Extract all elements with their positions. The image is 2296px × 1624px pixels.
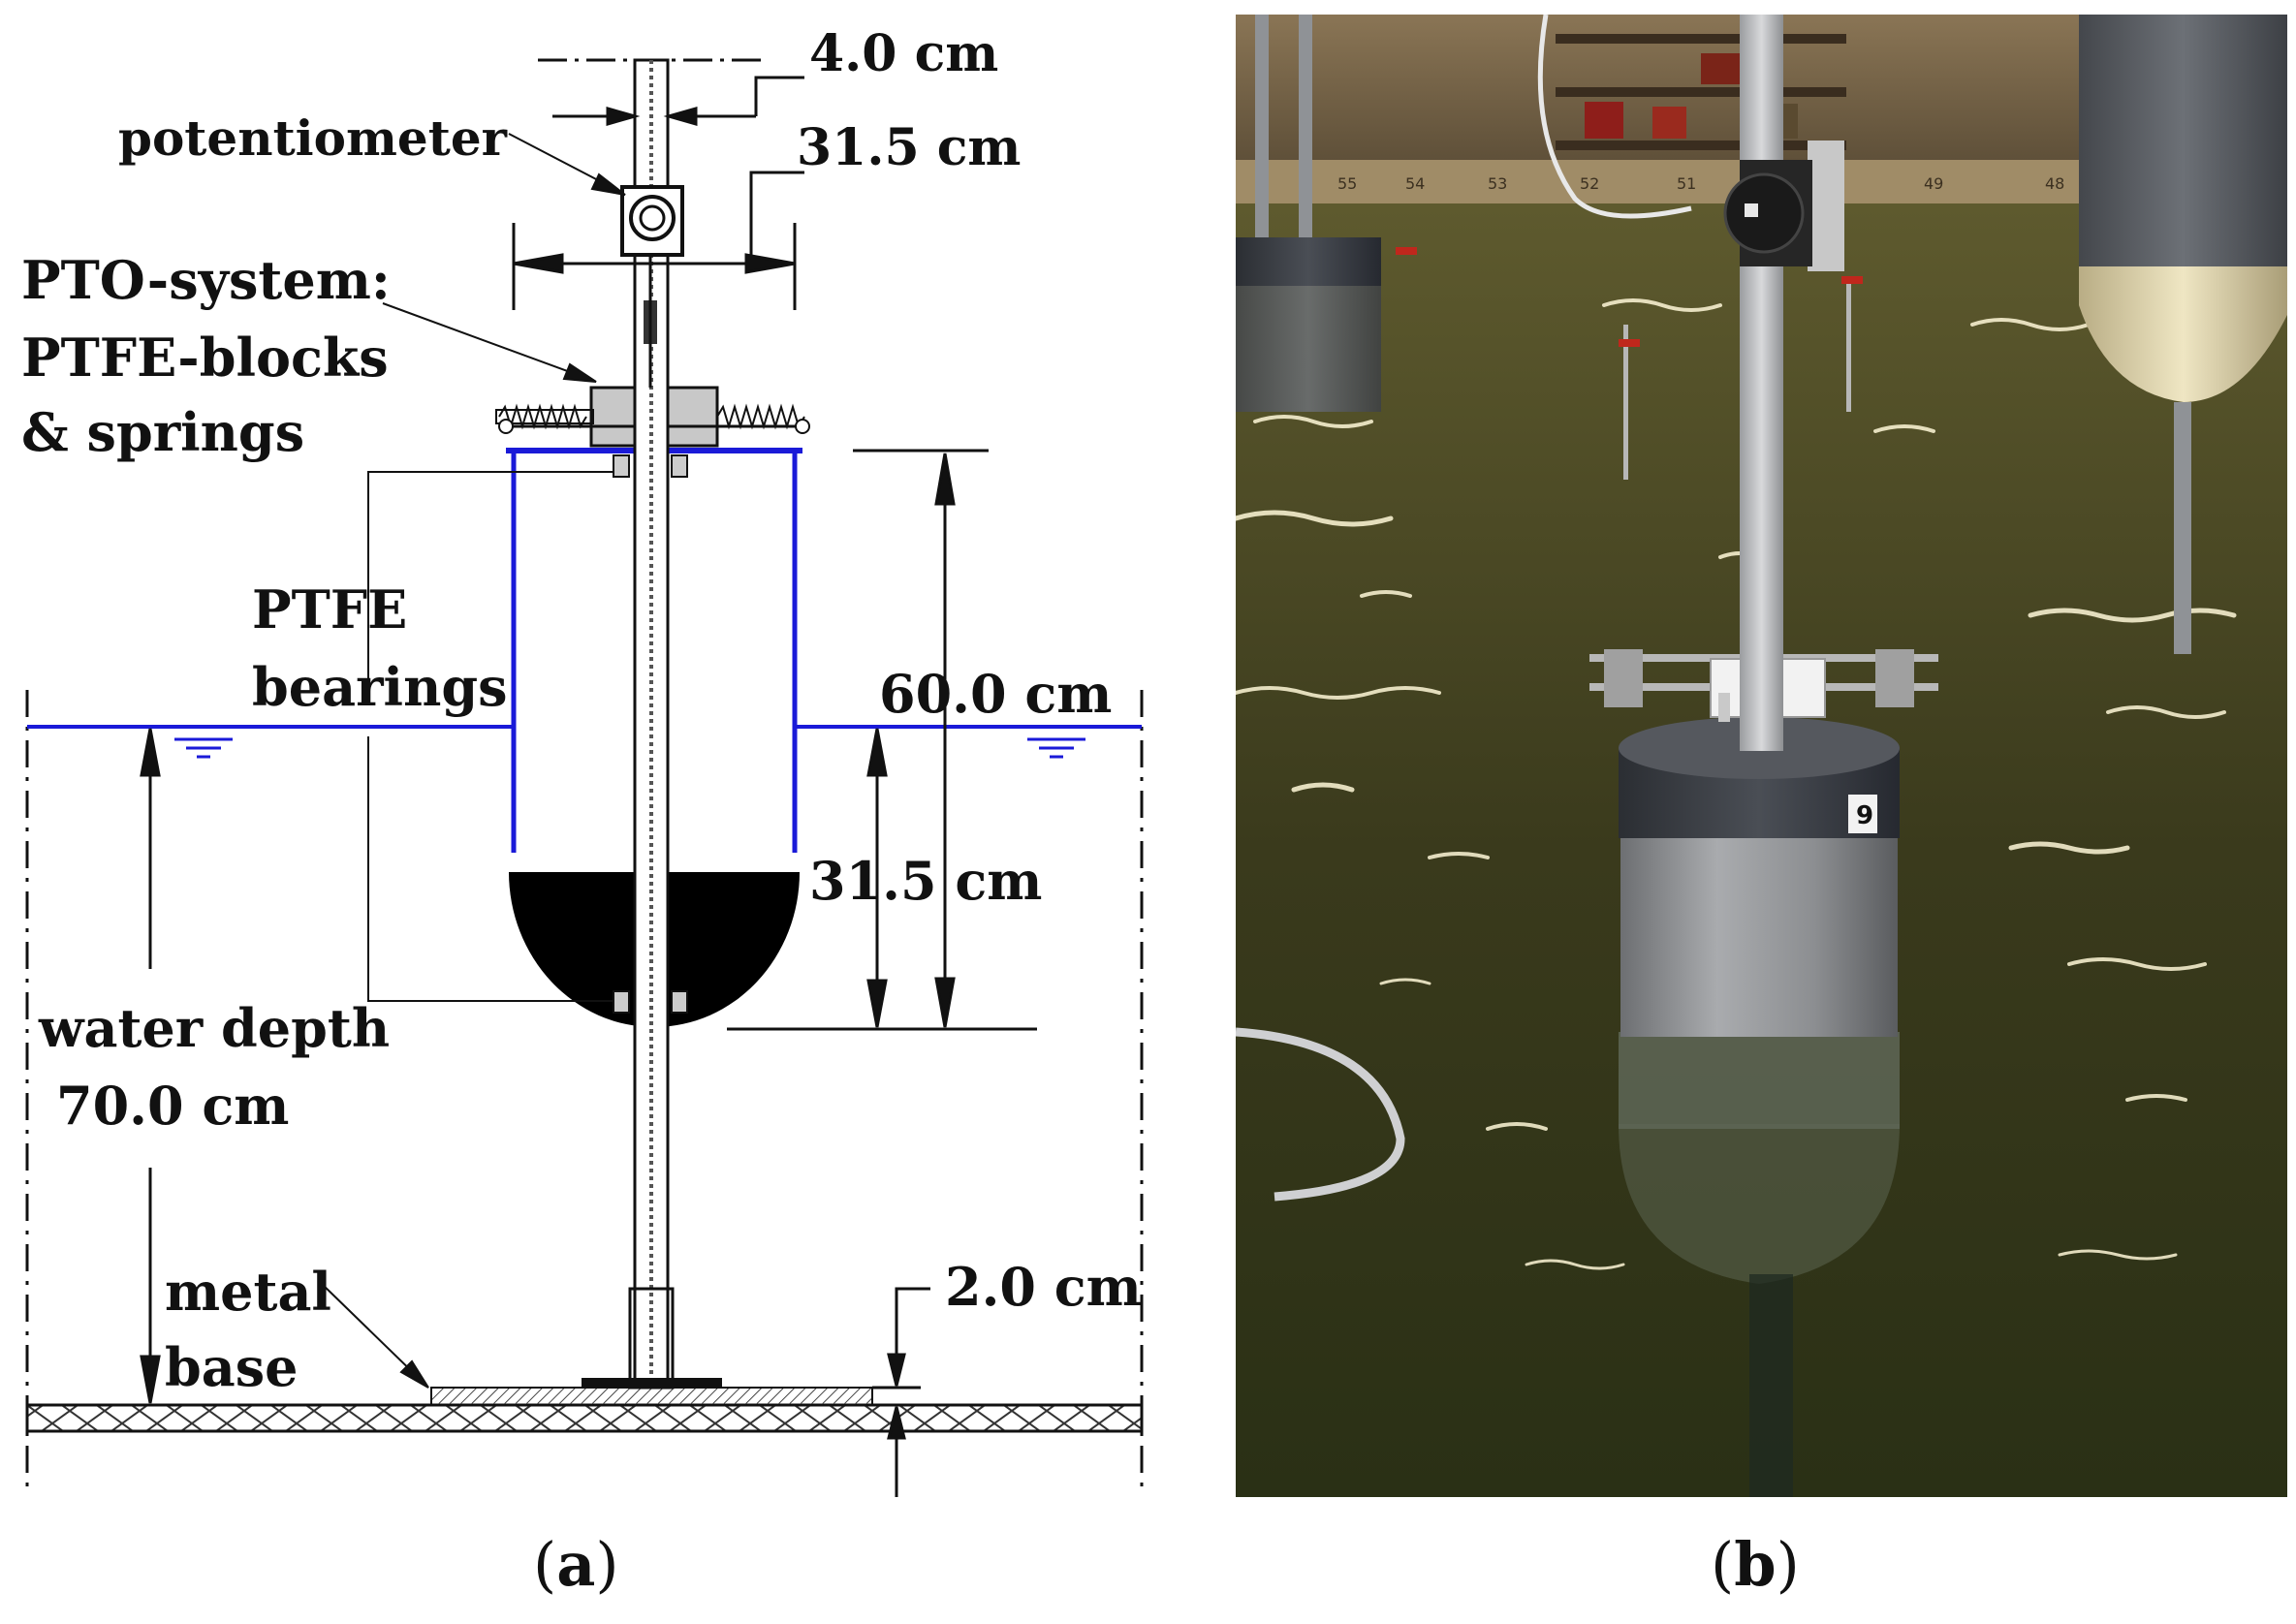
water-level-icon-left (174, 737, 233, 759)
rim-markers: 55 54 53 52 51 50 49 48 (1337, 174, 2064, 193)
wave-gauges (1396, 247, 1863, 480)
shelving (1556, 34, 1846, 150)
caption-b: (b) (1711, 1529, 1800, 1600)
label-buoy-draft: 31.5 cm (809, 850, 1042, 912)
buoy-diagram: 4.0 cm potentiometer 31.5 cm PTO-system:… (21, 24, 1144, 1497)
svg-text:51: 51 (1677, 174, 1696, 193)
label-springs: & springs (21, 401, 304, 463)
svg-text:54: 54 (1405, 174, 1425, 193)
dimension-buoy-width (512, 171, 804, 310)
main-pole (1740, 15, 1783, 751)
label-base-thickness: 2.0 cm (945, 1256, 1142, 1318)
label-pto-system: PTO-system: (21, 249, 391, 311)
potentiometer-device (620, 185, 684, 388)
svg-text:48: 48 (2045, 174, 2064, 193)
svg-text:52: 52 (1580, 174, 1599, 193)
tank-floor (25, 1387, 1144, 1433)
label-water-depth-value: 70.0 cm (56, 1075, 289, 1137)
label-rod-diameter: 4.0 cm (809, 24, 998, 83)
sensor-cable-bottom (1235, 1027, 1405, 1202)
caption-a: (a) (533, 1529, 619, 1600)
label-potentiometer: potentiometer (118, 109, 508, 167)
potentiometer-photo (1723, 141, 1844, 271)
background-buoy-left (1236, 15, 1381, 412)
sensor-cable-top (1537, 14, 1692, 219)
water-reflections (1233, 298, 2237, 1270)
ptfe-bearings (613, 454, 688, 1014)
buoy-number-tag (1848, 795, 1877, 833)
water-surface (27, 725, 1142, 759)
label-buoy-width: 31.5 cm (797, 118, 1021, 177)
background-buoy-right (2079, 15, 2287, 654)
label-bearings: bearings (252, 656, 508, 718)
dimension-rod-width (552, 76, 804, 126)
metal-base-plate (430, 1387, 873, 1406)
water-level-icon-right (1027, 737, 1085, 759)
buoy-photo: 55 54 53 52 51 50 49 48 (1233, 14, 2287, 1497)
leader-lines (319, 133, 626, 1389)
main-buoy: 9 (1619, 717, 1900, 1497)
label-water-depth: water depth (38, 997, 390, 1059)
panel-b-photo: 55 54 53 52 51 50 49 48 (1233, 14, 2287, 1497)
dimension-buoy-draft (866, 728, 888, 1028)
label-metal: metal (165, 1261, 331, 1323)
panel-a-drawing: 4.0 cm potentiometer 31.5 cm PTO-system:… (0, 0, 1202, 1512)
label-base: base (165, 1336, 299, 1398)
svg-text:55: 55 (1337, 174, 1357, 193)
label-ptfe-blocks: PTFE-blocks (21, 327, 389, 389)
buoy-number: 9 (1856, 801, 1873, 830)
label-buoy-height: 60.0 cm (879, 663, 1112, 725)
dimension-base-thickness (872, 1287, 930, 1497)
dimension-water-depth (140, 728, 161, 1404)
label-ptfe: PTFE (252, 578, 407, 640)
dimension-buoy-height (727, 449, 1037, 1031)
svg-text:53: 53 (1488, 174, 1507, 193)
svg-text:49: 49 (1924, 174, 1943, 193)
